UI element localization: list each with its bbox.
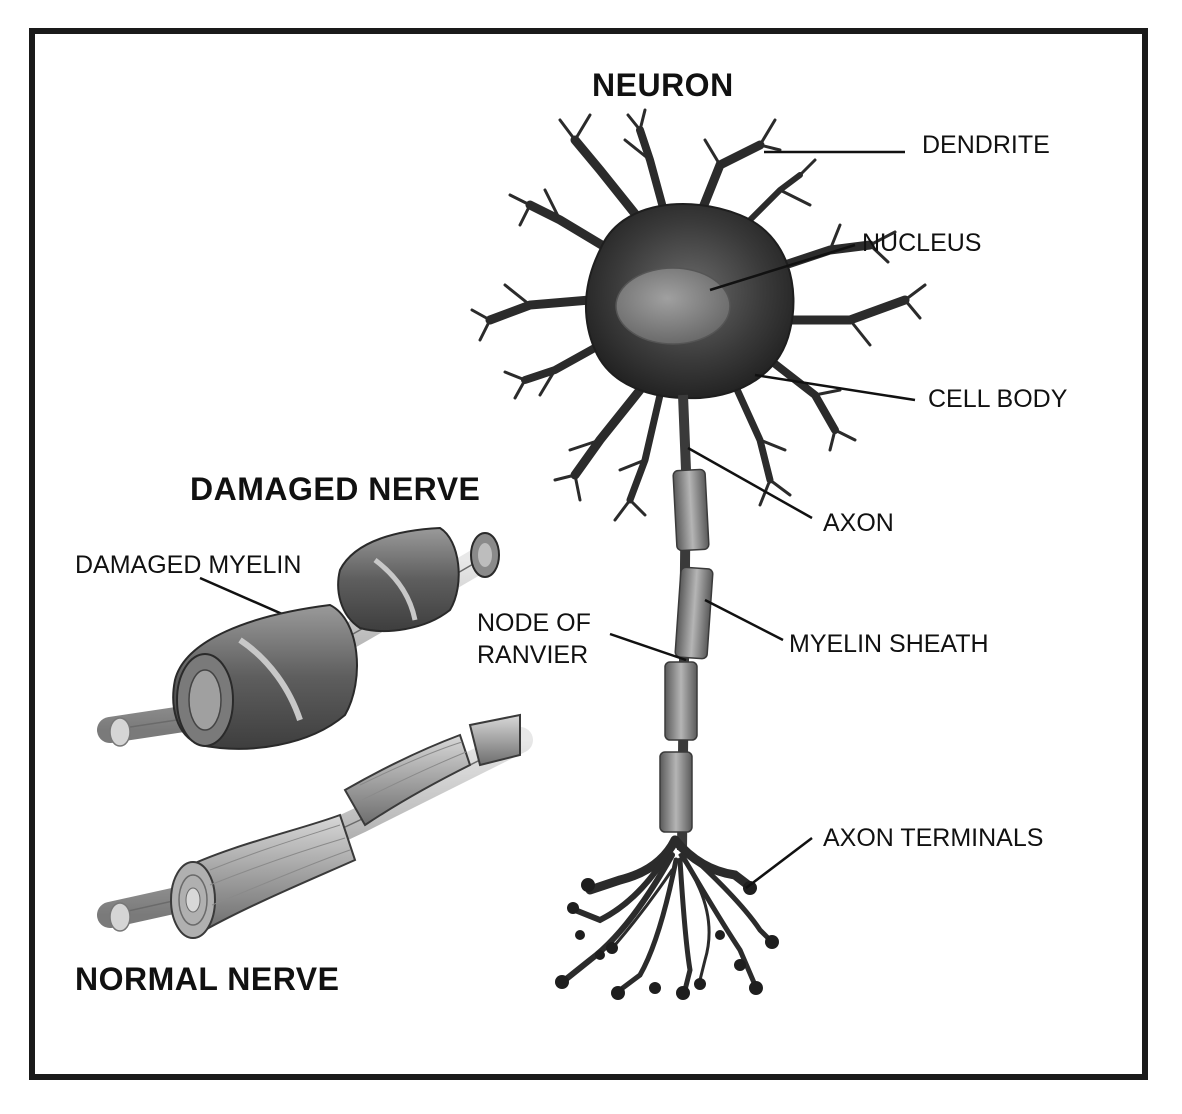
axon-terminals-label: AXON TERMINALS — [823, 824, 1044, 852]
damaged-myelin-label: DAMAGED MYELIN — [75, 551, 302, 579]
myelin-sheath-label: MYELIN SHEATH — [789, 630, 989, 658]
normal-nerve-title: NORMAL NERVE — [75, 961, 340, 997]
node-of-ranvier-label-line1: NODE OF — [477, 609, 591, 637]
damaged-nerve-illustration — [97, 526, 500, 750]
axon-terminals-leader — [745, 837, 813, 889]
myelin-segments — [659, 468, 714, 833]
normal-nerve-illustration — [97, 713, 533, 939]
nucleus-leader — [709, 243, 856, 292]
normal-myelin-far — [468, 713, 521, 767]
nucleus-label: NUCLEUS — [862, 229, 982, 257]
axon-terminal-branches — [562, 835, 773, 993]
axon-label: AXON — [823, 509, 894, 537]
neuron-cell — [470, 108, 927, 1000]
axon-leader — [687, 446, 813, 520]
dendrite-label: DENDRITE — [922, 131, 1050, 159]
nucleus-shape — [615, 267, 731, 345]
damaged-nerve-title: DAMAGED NERVE — [190, 471, 481, 507]
myelin-sheath-leader — [704, 598, 784, 642]
frame-border — [29, 28, 1148, 1080]
normal-myelin-large — [178, 813, 357, 932]
cell-body-leader — [754, 373, 916, 402]
neuron-title: NEURON — [592, 67, 734, 103]
dendrite-branches — [470, 108, 927, 522]
normal-myelin-mid — [343, 733, 472, 827]
leader-lines — [199, 150, 916, 889]
node-of-ranvier-leader — [609, 632, 687, 662]
node-of-ranvier-label-line2: RANVIER — [477, 641, 589, 669]
axon-terminal-bulbs — [555, 878, 779, 1000]
cell-body-label: CELL BODY — [928, 385, 1068, 413]
